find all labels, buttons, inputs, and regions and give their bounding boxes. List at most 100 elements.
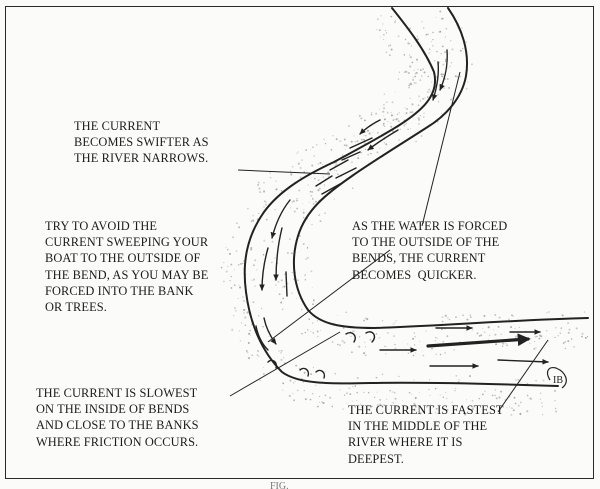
stipple-dot bbox=[498, 316, 501, 319]
stipple-dot bbox=[245, 350, 248, 352]
stipple-dot bbox=[419, 115, 421, 117]
stipple-dot bbox=[296, 152, 298, 154]
artist-signature: IB bbox=[546, 367, 567, 389]
stipple-dot bbox=[404, 38, 407, 41]
stipple-dot bbox=[467, 81, 469, 83]
stipple-dot bbox=[257, 183, 260, 186]
stipple-dot bbox=[363, 135, 365, 137]
stipple-dot bbox=[333, 198, 335, 200]
stipple-dot bbox=[514, 402, 517, 405]
stipple-dot bbox=[554, 389, 556, 392]
stipple-dot bbox=[283, 357, 285, 359]
stipple-dot bbox=[495, 343, 498, 346]
stipple-dot bbox=[304, 398, 307, 401]
stipple-dot bbox=[274, 257, 276, 259]
current-arrow bbox=[497, 358, 549, 365]
stipple-dot bbox=[487, 326, 490, 329]
stipple-dot bbox=[330, 148, 333, 151]
stipple-dot bbox=[275, 180, 277, 182]
stipple-dot bbox=[303, 216, 305, 219]
stipple-dot bbox=[555, 327, 557, 329]
current-arrow bbox=[367, 129, 399, 151]
stipple-dot bbox=[332, 134, 334, 137]
stipple-dot bbox=[223, 280, 225, 283]
stipple-dot bbox=[426, 91, 429, 93]
stipple-dot bbox=[385, 51, 388, 54]
stipple-dot bbox=[428, 52, 430, 54]
stipple-dot bbox=[264, 201, 267, 203]
stipple-dot bbox=[385, 352, 387, 355]
stipple-dot bbox=[242, 262, 244, 265]
stipple-dot bbox=[573, 346, 575, 348]
stipple-dot bbox=[351, 187, 354, 189]
stipple-dot bbox=[257, 181, 260, 184]
stipple-dot bbox=[449, 65, 451, 67]
stipple-dot bbox=[243, 308, 246, 311]
stipple-dot bbox=[269, 171, 272, 174]
stipple-dot bbox=[341, 339, 344, 343]
stipple-dot bbox=[233, 315, 235, 317]
stipple-dot bbox=[251, 354, 253, 357]
current-arrow bbox=[341, 151, 361, 161]
stipple-dot bbox=[363, 119, 366, 122]
stipple-dot bbox=[247, 357, 251, 360]
stipple-dot bbox=[302, 211, 305, 214]
stipple-dot bbox=[334, 372, 337, 375]
stipple-dot bbox=[376, 28, 378, 31]
stipple-dot bbox=[471, 407, 474, 411]
stipple-dot bbox=[450, 98, 452, 101]
stipple-dot bbox=[383, 38, 385, 41]
stipple-dot bbox=[390, 48, 393, 51]
stipple-dot bbox=[312, 303, 314, 306]
stipple-dot bbox=[435, 336, 437, 339]
stipple-dot bbox=[244, 324, 247, 326]
stipple-dot bbox=[389, 389, 391, 392]
stipple-dot bbox=[436, 337, 438, 339]
stipple-dot bbox=[494, 389, 497, 391]
stipple-dot bbox=[386, 332, 389, 334]
stipple-dot bbox=[324, 371, 326, 373]
stipple-dot bbox=[418, 122, 420, 125]
current-arrow bbox=[273, 227, 283, 281]
stipple-dot bbox=[462, 47, 464, 50]
stipple-dot bbox=[313, 173, 315, 175]
stipple-dot bbox=[231, 328, 233, 330]
stipple-dot bbox=[416, 35, 418, 37]
stipple-dot bbox=[370, 152, 372, 155]
stipple-dot bbox=[295, 364, 297, 367]
stipple-dot bbox=[350, 335, 352, 337]
stipple-dot bbox=[547, 310, 550, 314]
stipple-dot bbox=[441, 45, 444, 48]
stipple-dot bbox=[298, 189, 301, 192]
stipple-dot bbox=[307, 184, 309, 186]
stipple-dot bbox=[381, 373, 384, 375]
stipple-dot bbox=[382, 23, 384, 25]
stipple-dot bbox=[339, 389, 341, 391]
stipple-dot bbox=[583, 311, 586, 313]
stipple-dot bbox=[411, 103, 414, 106]
stipple-dot bbox=[348, 387, 351, 390]
leader-narrows bbox=[237, 169, 331, 175]
stipple-dot bbox=[404, 123, 406, 126]
stipple-dot bbox=[301, 332, 303, 335]
stipple-dot bbox=[324, 394, 327, 397]
stipple-dot bbox=[554, 407, 557, 410]
stipple-dot bbox=[314, 177, 316, 180]
stipple-dot bbox=[239, 286, 242, 289]
stipple-dot bbox=[257, 354, 259, 356]
stipple-dot bbox=[262, 373, 265, 375]
stipple-dot bbox=[297, 162, 300, 165]
stipple-dot bbox=[494, 394, 497, 397]
stipple-dot bbox=[322, 164, 324, 166]
stipple-dot bbox=[533, 340, 536, 343]
stipple-dot bbox=[441, 328, 443, 331]
stipple-dot bbox=[385, 29, 387, 32]
stipple-dot bbox=[315, 200, 317, 203]
stipple-dot bbox=[360, 151, 363, 154]
stipple-dot bbox=[394, 347, 397, 350]
stipple-dot bbox=[396, 406, 398, 408]
stipple-dot bbox=[312, 332, 315, 334]
stipple-dot bbox=[447, 317, 449, 319]
stipple-dot bbox=[383, 115, 385, 117]
stipple-dot bbox=[309, 398, 312, 401]
